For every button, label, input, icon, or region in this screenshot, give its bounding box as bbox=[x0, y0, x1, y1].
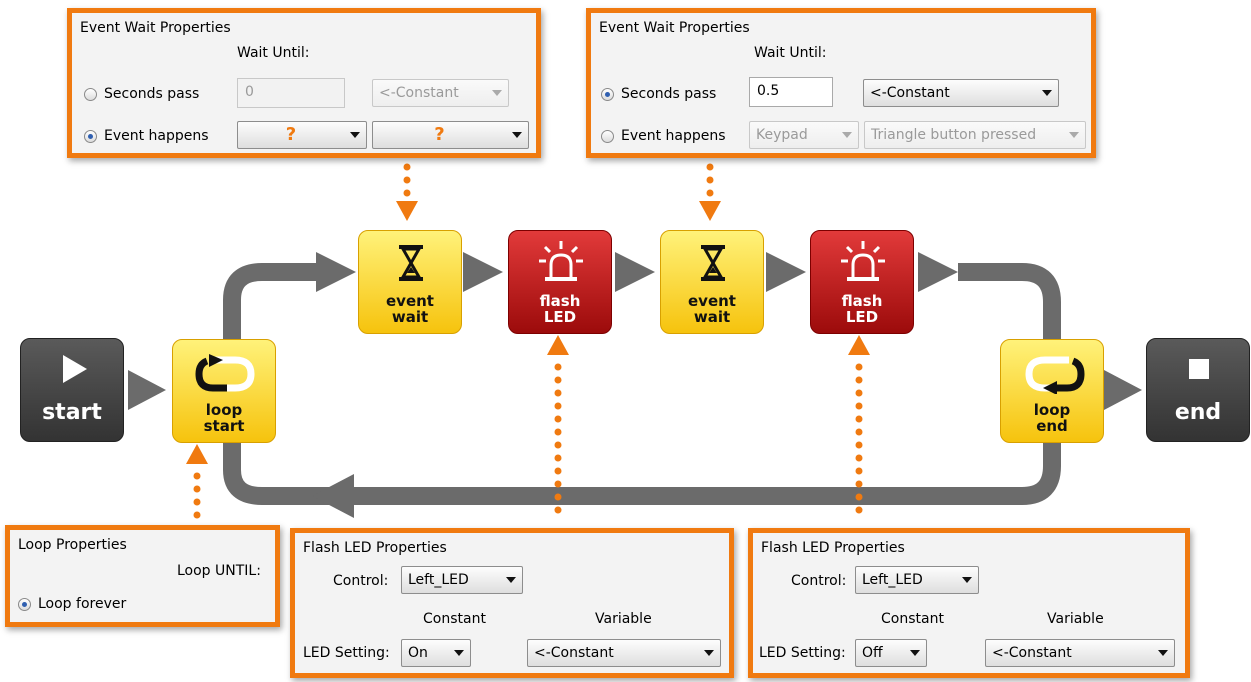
leader-loop-start bbox=[186, 444, 208, 519]
chevron-down-icon bbox=[1042, 90, 1052, 96]
panel-title: Flash LED Properties bbox=[761, 540, 905, 556]
chevron-down-icon bbox=[1069, 132, 1079, 138]
loop-wire-top-left bbox=[223, 263, 322, 360]
chevron-down-icon bbox=[454, 650, 464, 656]
chevron-down-icon bbox=[1158, 650, 1168, 656]
arrow-to-event-wait-1 bbox=[316, 252, 356, 292]
event-type-dropdown[interactable]: ? bbox=[372, 121, 529, 149]
panel-title: Flash LED Properties bbox=[303, 540, 447, 556]
seconds-pass-label: Seconds pass bbox=[621, 86, 717, 102]
start-label: start bbox=[42, 400, 102, 425]
chevron-down-icon bbox=[350, 132, 360, 138]
variable-label: Variable bbox=[595, 611, 652, 627]
loop-wire-bottom bbox=[223, 442, 1061, 505]
loop-start-icon bbox=[195, 354, 255, 392]
chevron-down-icon bbox=[704, 650, 714, 656]
chevron-down-icon bbox=[842, 132, 852, 138]
loop-wire-top-right bbox=[958, 263, 1061, 342]
flash-led-properties-panel-2: Flash LED Properties Control: Left_LED C… bbox=[748, 528, 1190, 678]
loop-properties-panel: Loop Properties Loop UNTIL: Loop forever bbox=[5, 525, 280, 627]
event-happens-radio[interactable] bbox=[601, 130, 614, 143]
event-source-dropdown[interactable]: ? bbox=[237, 121, 367, 149]
control-label: Control: bbox=[333, 573, 389, 589]
loop-forever-radio[interactable] bbox=[18, 598, 31, 611]
panel-title: Event Wait Properties bbox=[80, 20, 231, 36]
stop-icon bbox=[1189, 359, 1209, 379]
seconds-source-dropdown[interactable]: <-Constant bbox=[372, 79, 509, 107]
arrow-loop-back bbox=[312, 474, 354, 518]
wait-until-label: Wait Until: bbox=[754, 45, 827, 61]
control-dropdown[interactable]: Left_LED bbox=[401, 566, 523, 594]
event-happens-label: Event happens bbox=[104, 128, 209, 144]
arrow-out-flash-2 bbox=[918, 252, 958, 292]
chevron-down-icon bbox=[492, 90, 502, 96]
event-source-dropdown[interactable]: Keypad bbox=[749, 121, 859, 149]
chevron-down-icon bbox=[512, 132, 522, 138]
arrow-to-event-wait-2 bbox=[615, 252, 655, 292]
led-setting-label: LED Setting: bbox=[303, 645, 390, 661]
led-setting-dropdown[interactable]: On bbox=[401, 639, 471, 667]
panel-title: Loop Properties bbox=[18, 537, 127, 553]
loop-forever-label: Loop forever bbox=[38, 596, 127, 612]
panel-title: Event Wait Properties bbox=[599, 20, 750, 36]
seconds-source-dropdown[interactable]: <-Constant bbox=[863, 79, 1059, 107]
led-variable-dropdown[interactable]: <-Constant bbox=[527, 639, 721, 667]
flash-led-properties-panel-1: Flash LED Properties Control: Left_LED C… bbox=[290, 528, 734, 678]
seconds-field[interactable]: 0 bbox=[237, 78, 345, 108]
start-block[interactable]: start bbox=[20, 338, 124, 442]
play-icon bbox=[63, 355, 87, 383]
event-happens-radio[interactable] bbox=[84, 130, 97, 143]
seconds-field[interactable]: 0.5 bbox=[749, 77, 833, 107]
variable-label: Variable bbox=[1047, 611, 1104, 627]
control-label: Control: bbox=[791, 573, 847, 589]
led-variable-dropdown[interactable]: <-Constant bbox=[985, 639, 1175, 667]
leader-flash-led-2 bbox=[848, 335, 870, 514]
event-happens-label: Event happens bbox=[621, 128, 726, 144]
constant-label: Constant bbox=[423, 611, 486, 627]
chevron-down-icon bbox=[910, 650, 920, 656]
arrow-to-loop-start bbox=[128, 370, 166, 410]
led-setting-dropdown[interactable]: Off bbox=[855, 639, 927, 667]
constant-label: Constant bbox=[881, 611, 944, 627]
seconds-pass-radio[interactable] bbox=[601, 88, 614, 101]
event-wait-properties-panel-1: Event Wait Properties Wait Until: Second… bbox=[67, 8, 541, 158]
seconds-pass-radio[interactable] bbox=[84, 88, 97, 101]
hourglass-icon bbox=[399, 245, 423, 281]
end-label: end bbox=[1174, 400, 1222, 425]
arrow-to-flash-1 bbox=[463, 252, 503, 292]
event-type-dropdown[interactable]: Triangle button pressed bbox=[864, 121, 1086, 149]
siren-icon bbox=[539, 241, 583, 281]
control-dropdown[interactable]: Left_LED bbox=[855, 566, 979, 594]
wait-until-label: Wait Until: bbox=[237, 45, 310, 61]
seconds-pass-label: Seconds pass bbox=[104, 86, 200, 102]
hourglass-icon bbox=[701, 245, 725, 281]
leader-flash-led-1 bbox=[547, 335, 569, 514]
leader-event-wait-1 bbox=[396, 163, 418, 221]
loop-until-label: Loop UNTIL: bbox=[177, 563, 261, 579]
chevron-down-icon bbox=[506, 577, 516, 583]
event-wait-properties-panel-2: Event Wait Properties Wait Until: Second… bbox=[586, 8, 1096, 158]
arrow-to-end bbox=[1104, 370, 1142, 410]
chevron-down-icon bbox=[962, 577, 972, 583]
arrow-to-flash-2 bbox=[766, 252, 806, 292]
leader-event-wait-2 bbox=[699, 163, 721, 221]
loop-end-icon bbox=[1025, 356, 1085, 394]
led-setting-label: LED Setting: bbox=[759, 645, 846, 661]
end-block[interactable]: end bbox=[1146, 338, 1250, 442]
siren-icon bbox=[841, 241, 885, 281]
